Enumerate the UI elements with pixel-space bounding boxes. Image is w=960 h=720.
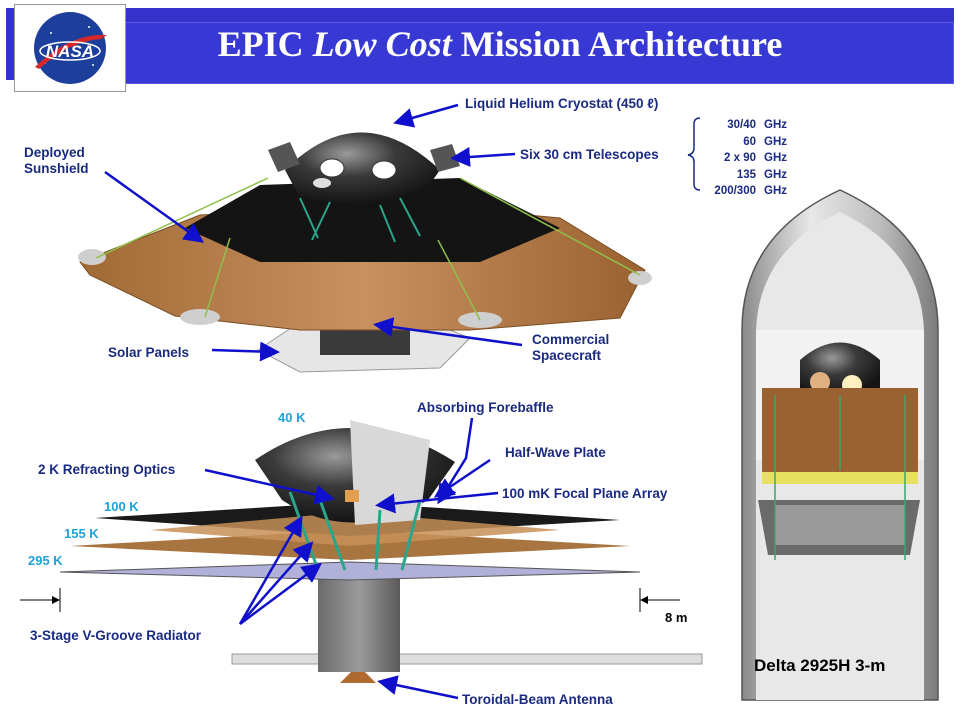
label-forebaffle: Absorbing Forebaffle (417, 400, 554, 415)
label-antenna: Toroidal-Beam Antenna (462, 692, 613, 707)
label-focal-plane: 100 mK Focal Plane Array (502, 486, 668, 501)
fairing-label: Delta 2925H 3-m (754, 656, 886, 675)
cutaway-interior (350, 420, 430, 525)
launch-fairing (741, 189, 939, 701)
label-sunshield-line2: Sunshield (24, 161, 89, 176)
label-cryostat: Liquid Helium Cryostat (450 ℓ) (465, 96, 659, 111)
frequency-bracket (687, 117, 701, 191)
label-solar-panels: Solar Panels (108, 345, 190, 360)
temp-100k: 100 K (104, 499, 139, 514)
label-spacecraft: Commercial Spacecraft (532, 332, 609, 364)
cutaway-observatory (59, 420, 703, 683)
callout-arrows (104, 103, 523, 700)
temp-295k: 295 K (28, 553, 63, 568)
cryostat-dome (285, 132, 440, 204)
label-half-wave-plate: Half-Wave Plate (505, 445, 606, 460)
temp-155k: 155 K (64, 526, 99, 541)
nasa-logo: NASA (14, 4, 126, 92)
header-bar (6, 8, 954, 84)
page-title: EPIC Low Cost Mission Architecture (217, 24, 783, 64)
label-spacecraft-line2: Spacecraft (532, 348, 602, 363)
antenna-shape (340, 665, 376, 683)
sunshield-inner-black (185, 178, 560, 262)
label-radiator: 3-Stage V-Groove Radiator (30, 628, 202, 643)
label-sunshield: Deployed Sunshield (24, 145, 89, 177)
label-spacecraft-line1: Commercial (532, 332, 610, 347)
label-telescopes: Six 30 cm Telescopes (520, 147, 659, 162)
temp-40k: 40 K (278, 410, 306, 425)
scale-marker (20, 588, 680, 612)
label-sunshield-line1: Deployed (24, 145, 85, 160)
radiator-295k (59, 561, 641, 581)
header-panel (20, 22, 954, 84)
svg-text:NASA: NASA (46, 42, 94, 61)
nasa-logo-graphic: NASA (34, 12, 107, 84)
label-refracting-optics: 2 K Refracting Optics (38, 462, 176, 477)
spacecraft-bus-cutaway (318, 572, 400, 672)
scale-label: 8 m (665, 610, 688, 625)
